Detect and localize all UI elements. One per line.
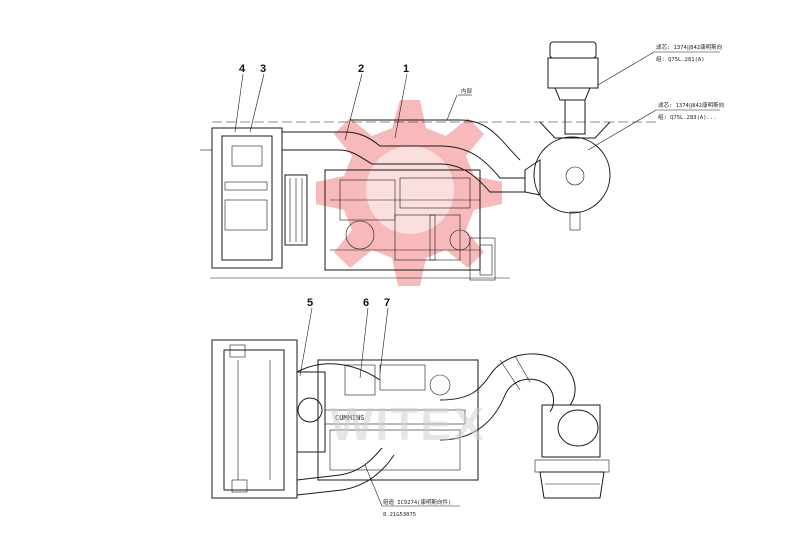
callout-7: 7 [384,297,390,309]
top-pipe-label: 内部 [461,87,473,95]
callout-leaders [234,51,720,507]
callout-5: 5 [307,297,313,309]
callout-2: 2 [358,63,364,75]
precleaner-note-line-2: 组: Q75L.281(A) [656,55,705,63]
top-view [200,41,660,281]
engine-brand-label: CUMMINS [335,414,365,422]
watermark-gear-logo [316,100,502,286]
callout-4: 4 [239,63,246,75]
precleaner-note-line-1: 滤芯: 1374‖842康明斯向 [656,43,722,51]
callout-3: 3 [260,63,266,75]
engine-note-line-1: 组造 IC9274(康明斯向件) [383,498,451,506]
callout-1: 1 [403,63,409,75]
engine-note-line-2: 8.21G53075 [383,512,416,518]
bottom-view: CUMMINS [211,339,610,499]
aircleaner-note-line-1: 滤芯: 1374‖842康明斯向 [658,101,724,109]
watermark-text: WITEX [330,398,486,450]
callout-6: 6 [363,297,369,309]
aircleaner-note-line-2: 组: Q75L.283(A)... [658,113,716,121]
